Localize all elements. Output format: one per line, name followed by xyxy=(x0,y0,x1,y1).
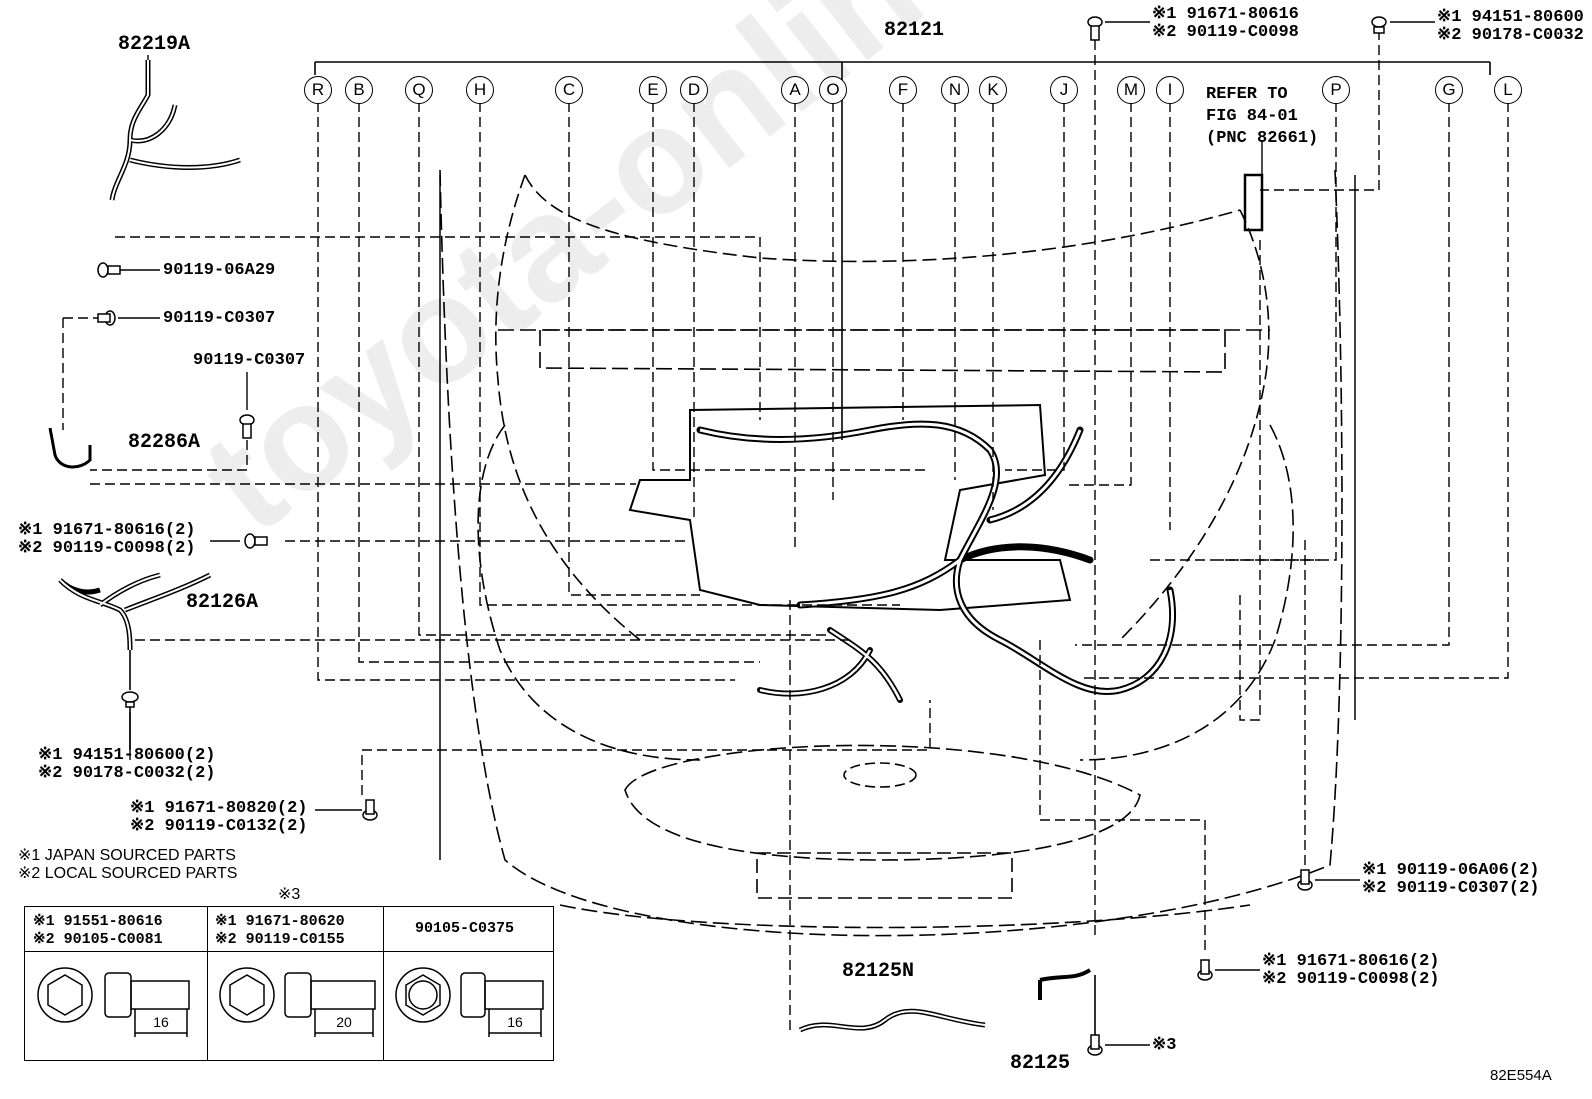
bolt-spec-line: ※2 90105-C0081 xyxy=(33,931,163,948)
fastener-label: 90119-C0307 xyxy=(193,351,306,370)
callout-p: P xyxy=(1322,76,1350,104)
engine-outline xyxy=(628,403,1072,612)
bolt-icon xyxy=(1297,869,1313,891)
callout-k: K xyxy=(979,76,1007,104)
bolt-icon xyxy=(362,799,378,821)
bolt-spec-line: 90105-C0375 xyxy=(415,920,515,937)
callout-q: Q xyxy=(405,76,433,104)
bolt-length: 20 xyxy=(336,1014,352,1030)
fastener-label: ※2 90119-C0098(2) xyxy=(1262,970,1440,989)
bracket-ref-84-01 xyxy=(1243,173,1264,232)
bay-left xyxy=(495,174,641,641)
part-label: 82286A xyxy=(128,431,201,454)
callout-r: R xyxy=(304,76,332,104)
bolt-spec-line: ※1 91671-80620 xyxy=(215,913,345,930)
diagram-code: 82E554A xyxy=(1490,1067,1552,1084)
note-3: ※3 xyxy=(278,886,301,903)
part-label: 82125N xyxy=(842,960,915,983)
callout-l: L xyxy=(1494,76,1522,104)
fastener-label: ※2 90178-C0032 xyxy=(1437,26,1584,45)
callout-b: B xyxy=(345,76,373,104)
callout-e: E xyxy=(639,76,667,104)
fastener-label: ※2 90119-C0098(2) xyxy=(18,539,196,558)
emblem xyxy=(843,762,917,788)
bolt-icon xyxy=(1197,959,1213,981)
grille-outline xyxy=(624,744,1141,861)
sensor-82125 xyxy=(1038,968,1092,1000)
fastener-label: ※1 91671-80616 xyxy=(1152,5,1299,24)
hex-bolt-icon: 20 xyxy=(219,967,376,1037)
bolt-icon xyxy=(1087,1034,1103,1056)
callout-c: C xyxy=(555,76,583,104)
bolt-spec-line: ※2 90119-C0155 xyxy=(215,931,345,948)
main-part-label: 82121 xyxy=(884,19,945,42)
fastener-label: ※1 94151-80600(2) xyxy=(38,746,216,765)
bolt-icon xyxy=(1087,16,1103,41)
callout-leaders xyxy=(317,102,1509,681)
main-harness xyxy=(696,420,1177,695)
bolt-spec-cell: ※1 91551-80616 ※2 90105-C0081 16 xyxy=(25,907,208,1060)
fastener-label: ※1 91671-80616(2) xyxy=(18,521,196,540)
part-label: 82125 xyxy=(1010,1052,1071,1075)
fastener-label: ※1 91671-80616(2) xyxy=(1262,952,1440,971)
radiator-bar xyxy=(539,329,1226,373)
fastener-label: ※2 90119-C0132(2) xyxy=(130,817,308,836)
callout-j: J xyxy=(1050,76,1078,104)
bolt-spec-cell: 90105-C0375 16 xyxy=(383,907,553,1060)
part-label: 82126A xyxy=(186,591,259,614)
refer-label: FIG 84-01 xyxy=(1206,107,1298,126)
callout-d: D xyxy=(680,76,708,104)
part-label: 82219A xyxy=(118,33,191,56)
fastener-label: ※2 90178-C0032(2) xyxy=(38,764,216,783)
bolt-spec-table: ※1 91551-80616 ※2 90105-C0081 16 ※1 9167… xyxy=(24,906,554,1061)
bolt-icon xyxy=(97,310,116,326)
license-plate xyxy=(756,852,1013,899)
fastener-label: ※1 94151-80600 xyxy=(1437,8,1584,27)
note-japan: ※1 JAPAN SOURCED PARTS xyxy=(18,847,236,864)
fastener-label: ※2 90119-C0307(2) xyxy=(1362,879,1540,898)
callout-f: F xyxy=(889,76,917,104)
callout-m: M xyxy=(1117,76,1145,104)
callout-i: I xyxy=(1156,76,1184,104)
bolt-icon xyxy=(97,262,121,278)
nut-icon xyxy=(1371,16,1387,34)
callout-h: H xyxy=(466,76,494,104)
bolt-spec-line: ※1 91551-80616 xyxy=(33,913,163,930)
callout-n: N xyxy=(941,76,969,104)
refer-label: REFER TO xyxy=(1206,85,1288,104)
bolt-icon xyxy=(239,414,255,439)
fastener-label: 90119-06A29 xyxy=(163,261,276,280)
callout-o: O xyxy=(819,76,847,104)
fastener-label: ※3 xyxy=(1152,1036,1177,1055)
bolt-spec-cell: ※1 91671-80620 ※2 90119-C0155 20 xyxy=(207,907,384,1060)
nut-icon xyxy=(121,691,139,708)
hood-outline xyxy=(524,174,1241,263)
callout-a: A xyxy=(781,76,809,104)
bolt-length: 16 xyxy=(507,1014,523,1030)
note-local: ※2 LOCAL SOURCED PARTS xyxy=(18,865,238,882)
fastener-label: ※1 91671-80820(2) xyxy=(130,799,308,818)
bolt-length: 16 xyxy=(153,1014,169,1030)
fastener-label: 90119-C0307 xyxy=(163,309,276,328)
bay-right xyxy=(1119,209,1270,641)
fastener-label: ※2 90119-C0098 xyxy=(1152,23,1299,42)
bolt-icon xyxy=(244,533,268,549)
flange-nut-icon: 16 xyxy=(395,967,544,1037)
refer-label: (PNC 82661) xyxy=(1206,129,1319,148)
fastener-label: ※1 90119-06A06(2) xyxy=(1362,861,1540,880)
fender-left xyxy=(477,424,701,761)
callout-g: G xyxy=(1435,76,1463,104)
fender-right xyxy=(1079,424,1294,761)
hex-bolt-icon: 16 xyxy=(37,967,190,1037)
bumper-outline xyxy=(439,169,1343,937)
bracket-82286A xyxy=(48,427,92,469)
